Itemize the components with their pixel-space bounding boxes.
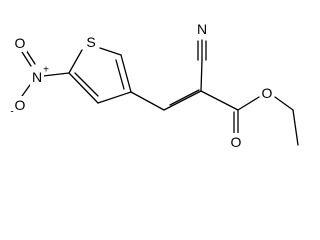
bond-s-c2: [68, 49, 83, 74]
bond-s-c5: [99, 47, 122, 56]
bond-n-o-top-double: [25, 49, 36, 65]
bond-c-carbonyl: [200, 90, 239, 111]
bond-c4-c3: [97, 91, 132, 104]
sulfur-atom-label: S: [86, 34, 95, 50]
nitro-nitrogen-charge: +: [43, 65, 49, 76]
bond-ester-o-ch2: [274, 96, 294, 111]
carbonyl-oxygen-label: O: [231, 134, 242, 150]
bond-c4-vinyl: [130, 91, 165, 111]
ester-oxygen-label: O: [262, 85, 273, 101]
bond-carbonyl-ester-o: [237, 96, 260, 111]
bond-c-cn: [200, 59, 203, 92]
nitro-oxygen-left-label: O: [15, 97, 26, 113]
bond-vinyl-double: [163, 90, 202, 111]
molecule-structure-diagram: S N N + O O - O O: [10, 20, 299, 151]
side-chain-bonds: [130, 39, 299, 146]
bond-ch2-ch3: [292, 109, 299, 146]
nitrile-nitrogen-label: N: [197, 21, 207, 37]
bond-c3-c2: [68, 72, 99, 104]
thiophene-ring: [68, 47, 132, 104]
bond-c3-c2-inner: [74, 72, 99, 97]
bond-n-o-top: [21, 51, 32, 67]
nitro-oxygen-left-charge: -: [10, 107, 13, 118]
bond-vinyl-double-inner: [169, 89, 200, 106]
nitro-nitrogen-label: N: [32, 69, 42, 85]
bond-n-o-left: [21, 84, 31, 97]
bond-c2-n-nitro: [42, 72, 70, 77]
atom-labels: S N N + O O - O O: [10, 20, 274, 151]
bond-c5-c4: [120, 54, 132, 93]
nitro-oxygen-top-label: O: [15, 35, 26, 51]
bond-c5-c4-inner: [115, 59, 125, 90]
nitro-group-bonds: [21, 49, 70, 97]
